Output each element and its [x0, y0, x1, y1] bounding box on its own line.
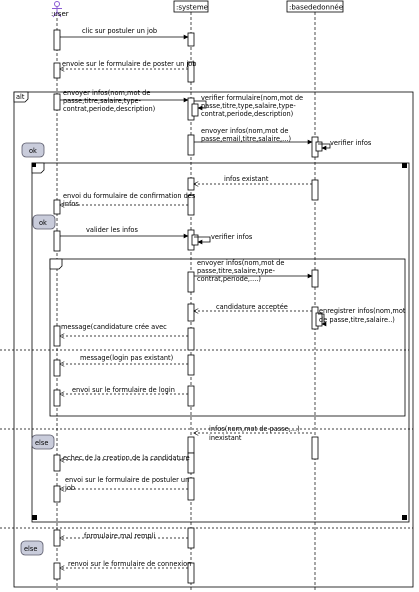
label-m13: enregistrer infos(nom,mot de passe,titre…: [319, 307, 408, 324]
message-labels: clic sur postuler un job envoie sur le f…: [61, 27, 408, 568]
label-m19: envoi sur le formulaire de postuler un j…: [64, 476, 191, 492]
activation-bar: [53, 359, 61, 377]
activation-bar: [311, 269, 319, 288]
label-m10: verifier infos: [211, 233, 253, 241]
label-m21: renvoi sur le formulaire de connexion: [68, 560, 191, 568]
activation-bar: [187, 436, 195, 454]
fragment-alt: alt: [0, 91, 414, 588]
label-m2: envoie sur le formulaire de poster un jo…: [62, 60, 197, 68]
participant-label-systeme: :systeme: [176, 4, 208, 12]
fragment-inner: [0, 162, 410, 523]
activation-bar: [187, 303, 195, 322]
activation-bar: [53, 529, 61, 547]
label-m14: message(candidature crée avec: [61, 323, 167, 331]
activation-bar: [311, 436, 319, 460]
svg-text:ok: ok: [29, 147, 37, 155]
guard-else-2: else: [20, 540, 44, 556]
participant-bdd: :basededonnée: [286, 0, 344, 13]
participant-user: :user: [51, 1, 69, 18]
guard-else-1: else: [31, 434, 55, 450]
activation-bar: [187, 32, 195, 47]
guard-ok-2: ok: [32, 214, 56, 230]
activation-bar: [53, 485, 61, 503]
activation-bar: [191, 234, 199, 246]
guard-ok-1: ok: [21, 142, 45, 158]
arrow-m6: [318, 143, 331, 151]
activation-bar: [53, 93, 61, 111]
participant-label-user: :user: [51, 10, 69, 18]
activation-bar: [187, 527, 195, 549]
label-m1: clic sur postuler un job: [82, 27, 157, 35]
label-m15: message(login pas existant): [80, 354, 173, 362]
message-arrows: [60, 34, 331, 568]
label-m7: infos existant: [224, 175, 269, 183]
label-m3: envoyer infos(nom,mot de passe,titre,sal…: [63, 89, 155, 113]
activation-bar: [53, 325, 61, 347]
activation-bar: [53, 62, 61, 79]
activation-bar: [315, 141, 323, 152]
svg-text:else: else: [24, 545, 37, 553]
activation-bar: [191, 103, 199, 117]
activation-bar: [187, 61, 195, 83]
activation-bar: [315, 312, 323, 327]
label-m20: formulaire mal rempli: [84, 532, 155, 540]
activation-bar: [187, 452, 195, 474]
activation-bar: [53, 29, 61, 51]
fragment-innermost: [49, 258, 406, 417]
label-m18: echec de la creation de la candidature: [63, 454, 190, 462]
arrow-m13: [318, 313, 327, 327]
svg-text:ok: ok: [39, 219, 47, 227]
activation-bar: [53, 454, 61, 472]
label-m17: infos(nom,mot de passe,...) inexistant: [209, 425, 302, 442]
label-m9: valider les infos: [86, 226, 138, 234]
activation-bar: [187, 385, 195, 407]
label-m6: verifier infos: [330, 139, 372, 147]
svg-text:else: else: [35, 439, 48, 447]
activation-bar: [187, 177, 195, 191]
activation-bar: [53, 230, 61, 252]
arrow-m4: [194, 100, 207, 111]
activation-bar: [311, 179, 319, 201]
actor-icon: [52, 1, 62, 18]
activation-bar: [187, 271, 195, 293]
label-m4: verifier formulaire(nom,mot de passe,tit…: [201, 94, 305, 118]
activation-bar: [53, 562, 61, 580]
label-m11: envoyer infos(nom,mot de passe,titre,sal…: [197, 259, 287, 283]
label-m16: envoi sur le formulaire de login: [72, 386, 175, 394]
activation-bar: [187, 134, 195, 156]
label-m8: envoi du formulaire de confirmation des …: [63, 192, 197, 208]
label-m12: candidature acceptée: [216, 303, 288, 311]
participant-label-bdd: :basededonnée: [289, 4, 343, 12]
activations: [53, 29, 323, 584]
activation-bar: [53, 389, 61, 407]
activation-bar: [187, 562, 195, 584]
fragment-alt-label: alt: [16, 93, 25, 101]
activation-bar: [187, 327, 195, 351]
arrow-m10: [194, 236, 211, 245]
activation-bar: [53, 199, 61, 215]
label-m5: envoyer infos(nom,mot de passe,email,tit…: [201, 127, 291, 143]
activation-bar: [187, 354, 195, 376]
participant-systeme: :systeme: [173, 0, 209, 13]
